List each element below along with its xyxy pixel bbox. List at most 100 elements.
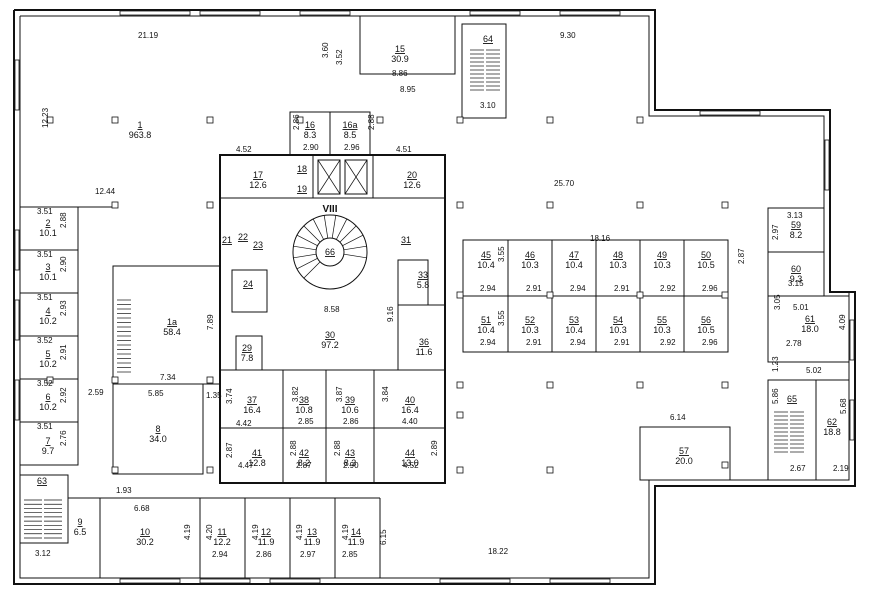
- room-number: 66: [325, 247, 335, 257]
- room-area: 10.3: [521, 325, 539, 335]
- dimension-label: 8.58: [324, 305, 340, 314]
- column: [721, 461, 729, 469]
- spiral-step: [343, 253, 367, 259]
- room-number: 64: [483, 34, 493, 44]
- room-number: 39: [345, 395, 355, 405]
- dimension-label: 2.92: [660, 338, 676, 347]
- dimension-label: 2.92: [59, 387, 68, 403]
- room-number: 3: [45, 262, 50, 272]
- room-area: 8.3: [344, 458, 357, 468]
- dimension-label: 3.60: [321, 42, 330, 58]
- dimension-label: 5.01: [793, 303, 809, 312]
- room-number: 19: [297, 184, 307, 194]
- room-number: 44: [405, 448, 415, 458]
- dimension-label: 2.90: [59, 256, 68, 272]
- dimension-label: 3.52: [335, 49, 344, 65]
- spiral-step: [303, 225, 321, 243]
- room-number: 57: [679, 446, 689, 456]
- dimension-label: 4.51: [396, 145, 412, 154]
- room-number: 1: [137, 120, 142, 130]
- room-number: 49: [657, 250, 667, 260]
- room-area: 34.0: [149, 434, 167, 444]
- dimension-label: 5.68: [839, 398, 848, 414]
- dimension-label: 2.67: [790, 464, 806, 473]
- dimension-label: 3.87: [335, 386, 344, 402]
- dimension-label: 2.96: [344, 143, 360, 152]
- room-number: 22: [238, 232, 248, 242]
- room-number: 37: [247, 395, 257, 405]
- dimension-label: 2.86: [292, 114, 301, 130]
- dimension-label: 9.30: [560, 31, 576, 40]
- spiral-step: [339, 225, 357, 243]
- room-number: 2: [45, 218, 50, 228]
- dimension-label: 3.10: [480, 101, 496, 110]
- dimension-label: 2.78: [786, 339, 802, 348]
- column: [636, 381, 644, 389]
- column: [111, 116, 119, 124]
- column: [636, 291, 644, 299]
- dimension-label: 2.86: [256, 550, 272, 559]
- dimension-label: 4.19: [251, 524, 260, 540]
- room-area: 16.4: [243, 405, 261, 415]
- dimension-label: 7.89: [206, 314, 215, 330]
- room-area: 11.6: [416, 347, 433, 357]
- room-number: 9: [77, 517, 82, 527]
- room-number: 16a: [342, 120, 357, 130]
- room-area: 8.5: [344, 130, 357, 140]
- dimension-label: 1.93: [116, 486, 132, 495]
- room-number: 31: [401, 235, 411, 245]
- column: [376, 116, 384, 124]
- room-area: 963.8: [129, 130, 152, 140]
- room-number: 17: [253, 170, 263, 180]
- dimension-label: 2.94: [212, 550, 228, 559]
- dimension-label: 5.85: [148, 389, 164, 398]
- room-area: 10.2: [39, 402, 57, 412]
- room-number: 46: [525, 250, 535, 260]
- room-number: 47: [569, 250, 579, 260]
- room-area: 10.3: [521, 260, 539, 270]
- dimension-label: 25.70: [554, 179, 575, 188]
- column: [456, 381, 464, 389]
- spiral-step: [296, 258, 318, 270]
- column: [546, 201, 554, 209]
- room-number: 45: [481, 250, 491, 260]
- room-number: 63: [37, 476, 47, 486]
- room-number: 18: [297, 164, 307, 174]
- dimension-label: 2.88: [333, 440, 342, 456]
- room-number: 56: [701, 315, 711, 325]
- dimension-label: 18.22: [488, 547, 509, 556]
- room-area: 18.0: [801, 324, 819, 334]
- room-number: 15: [395, 44, 405, 54]
- dimension-label: 2.96: [702, 284, 718, 293]
- column: [721, 291, 729, 299]
- room-area: 11.9: [258, 537, 275, 547]
- room-area: 5.8: [417, 280, 430, 290]
- dimension-label: 3.05: [773, 294, 782, 310]
- dimension-label: 3.55: [497, 310, 506, 326]
- spiral-step: [303, 261, 321, 279]
- room-area: 10.3: [653, 260, 671, 270]
- room-area: 8.3: [304, 130, 317, 140]
- room-area: 10.1: [39, 228, 57, 238]
- dimension-label: 7.34: [160, 373, 176, 382]
- column: [456, 466, 464, 474]
- dimension-label: 2.90: [343, 461, 359, 470]
- dimension-label: 2.76: [59, 430, 68, 446]
- dimension-label: 4.09: [838, 314, 847, 330]
- room-number: 42: [299, 448, 309, 458]
- dimension-label: 2.88: [367, 114, 376, 130]
- room-area: 7.8: [241, 353, 254, 363]
- dimension-label: 2.86: [343, 417, 359, 426]
- room-area: 12.2: [213, 537, 231, 547]
- spiral-step: [293, 253, 317, 259]
- room-number: 50: [701, 250, 711, 260]
- spiral-stair: [292, 214, 368, 290]
- column: [546, 291, 554, 299]
- room-area: 10.1: [39, 272, 57, 282]
- column: [636, 201, 644, 209]
- spiral-step: [323, 215, 329, 239]
- dimension-label: 2.93: [59, 300, 68, 316]
- stairs: [24, 49, 804, 539]
- column: [296, 116, 304, 124]
